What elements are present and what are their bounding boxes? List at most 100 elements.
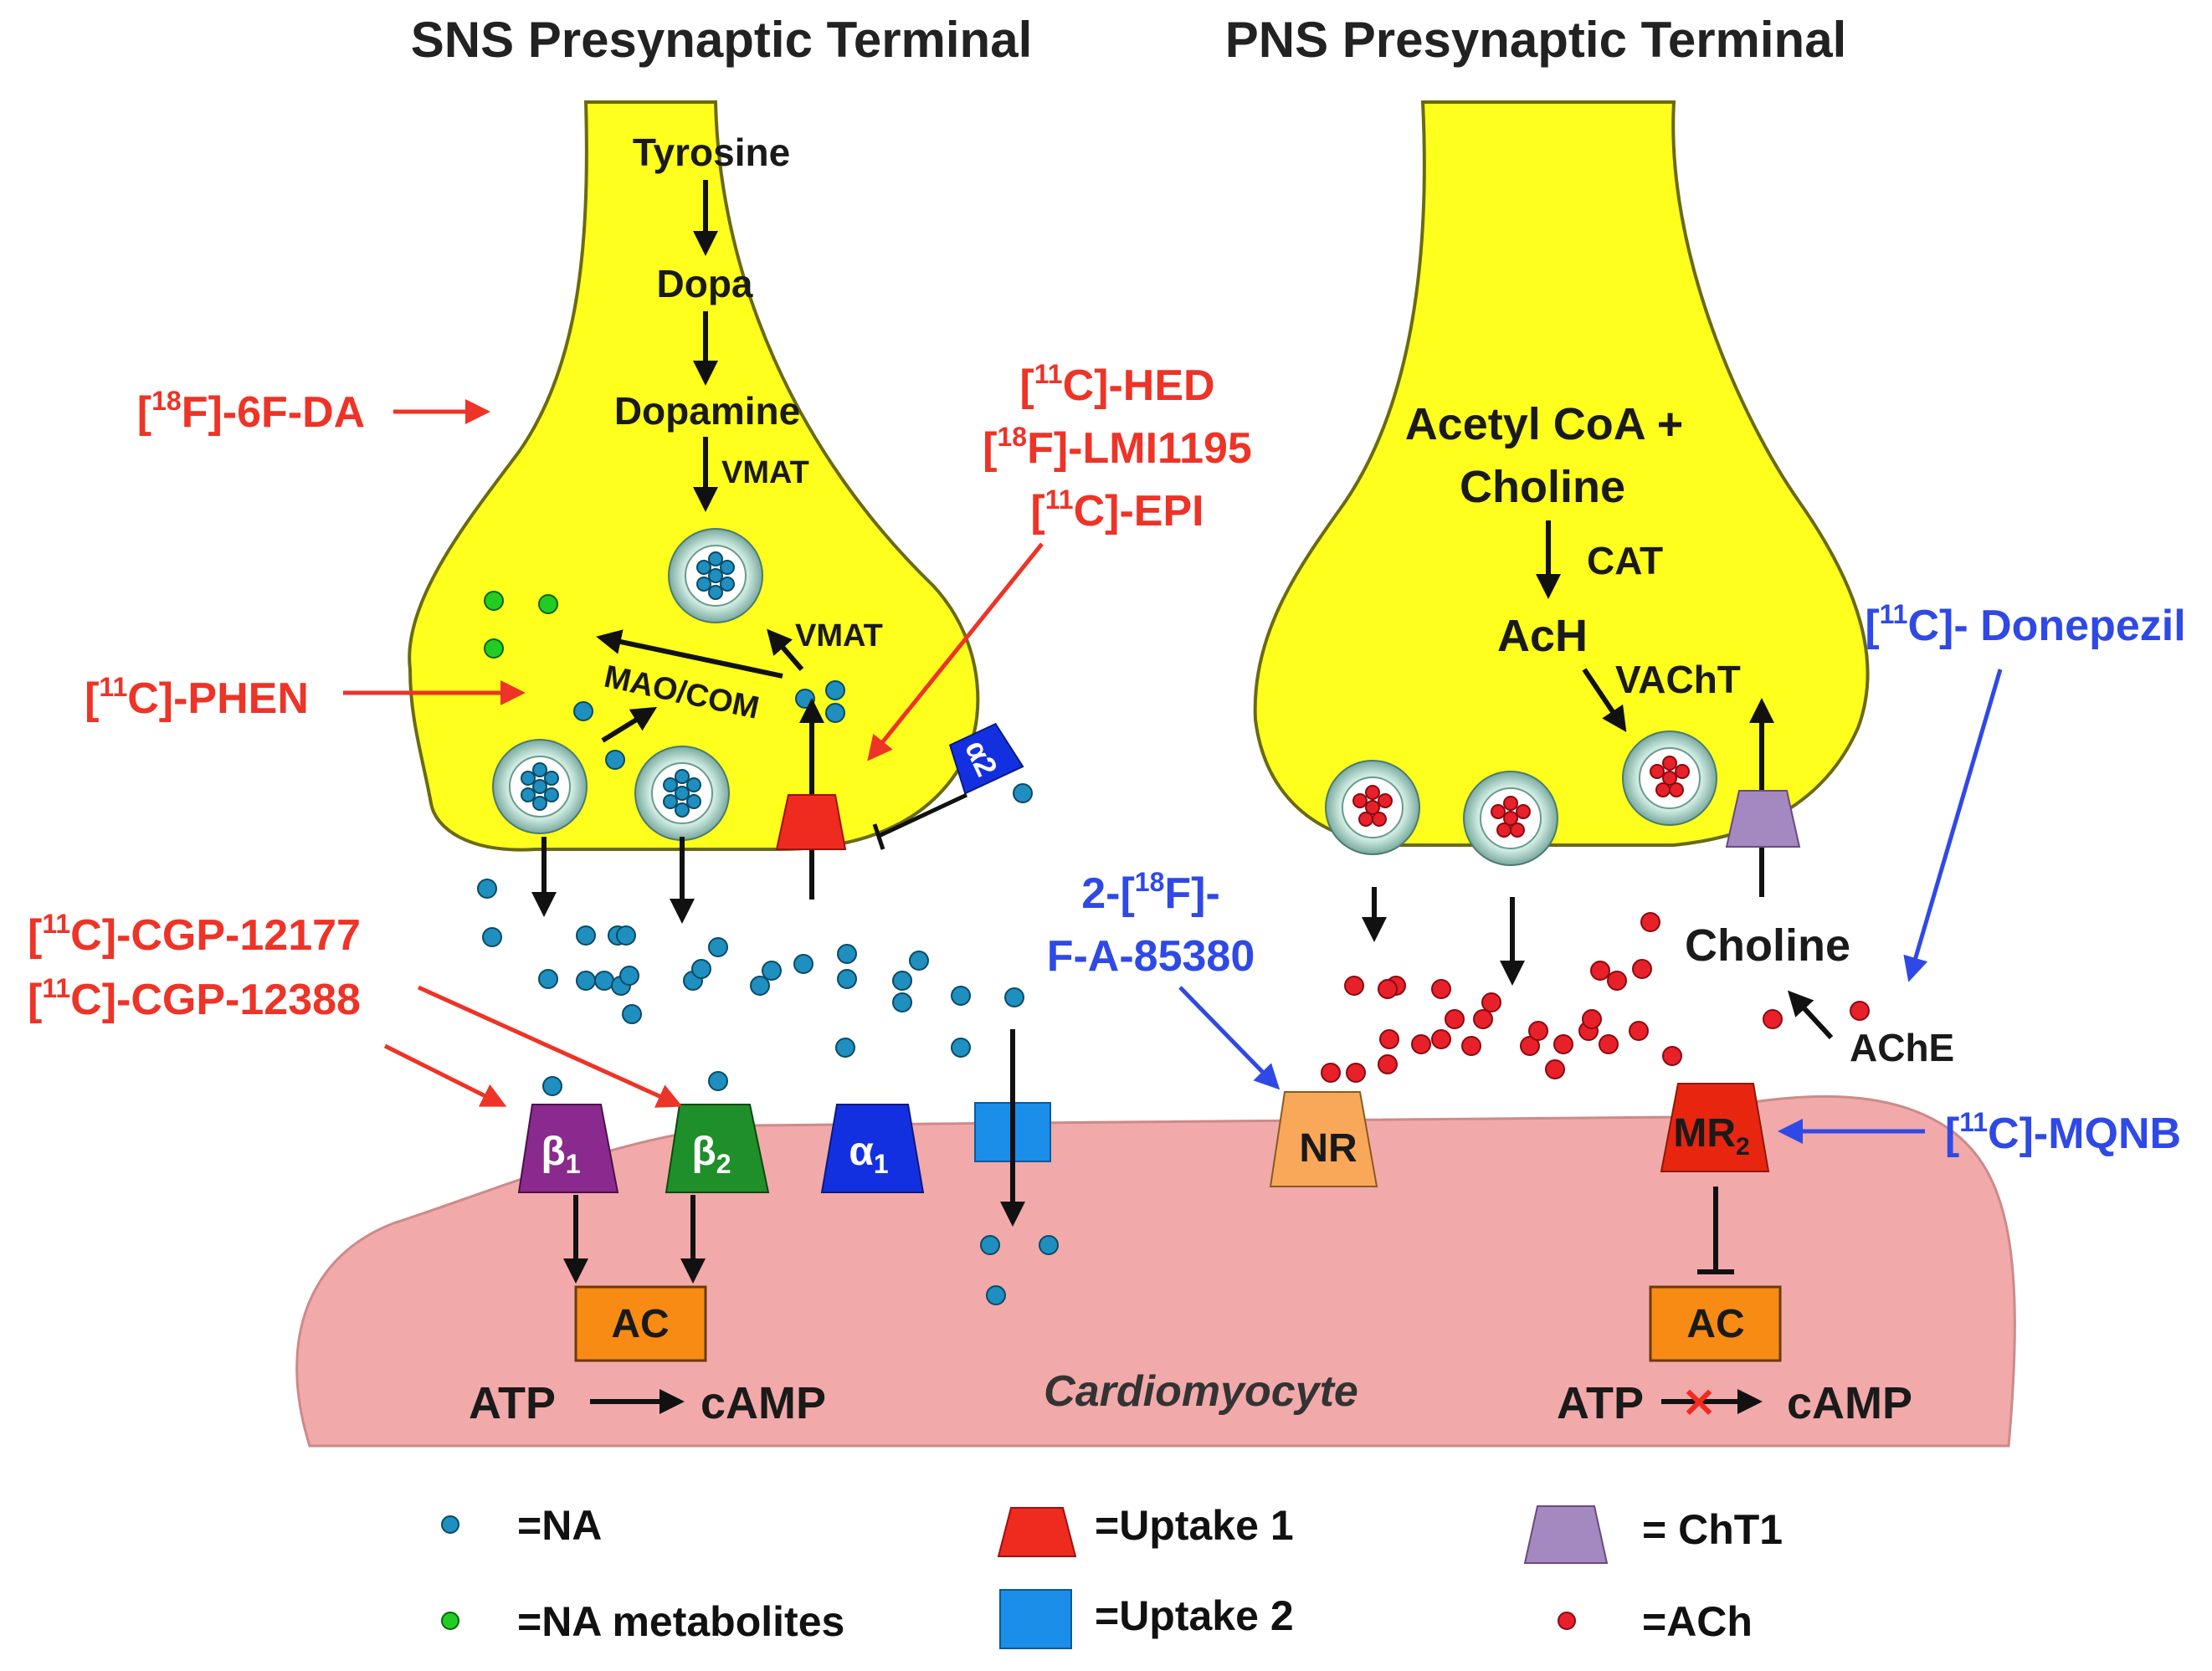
na-dot <box>605 750 625 770</box>
na-metabolite-dot <box>538 594 558 614</box>
pns-vesicle-right-molecule <box>1669 782 1684 797</box>
tracer-f18-lmi1195: [18F]-LMI1195 <box>983 422 1252 473</box>
legend-metabolite-dot <box>441 1612 459 1630</box>
pns-vesicle-mid-molecule <box>1496 823 1511 838</box>
legend-na-dot <box>441 1515 459 1534</box>
na-metabolite-dot <box>484 638 504 659</box>
mr2-receptor: MR2 <box>1660 1083 1770 1172</box>
sns-vesicle-mid-molecule <box>686 794 701 809</box>
pns-vesicle-mid-molecule <box>1491 804 1506 819</box>
pns-vesicle-mid-molecule <box>1503 796 1518 811</box>
tracer-c11-donepezil: [11C]- Donepezil <box>1865 599 2185 650</box>
cardiomyocyte-label: Cardiomyocyte <box>1044 1367 1358 1416</box>
na-dot <box>750 976 770 996</box>
legend-na-metabolites-label: =NA metabolites <box>517 1598 844 1645</box>
legend-uptake2-swatch <box>999 1589 1072 1649</box>
ache-label: AChE <box>1850 1026 1954 1069</box>
ach-dot <box>1850 1001 1870 1021</box>
ach-dot <box>1378 1054 1398 1074</box>
alpha2-inhibition-line <box>872 792 968 850</box>
tracer-fa85380-arrow <box>1178 986 1280 1090</box>
ach-dot <box>1528 1021 1548 1041</box>
beta1-label: β1 <box>541 1130 580 1179</box>
na-dot <box>837 969 857 989</box>
beta2-receptor: β2 <box>665 1104 770 1193</box>
sns-vesicle-left-molecule <box>532 796 547 811</box>
na-dot <box>762 961 782 981</box>
ach-dot <box>1431 979 1451 999</box>
mao-com-arrow <box>596 629 783 679</box>
ac-label-left: AC <box>611 1302 669 1346</box>
na-dot <box>594 971 614 991</box>
na-dot <box>951 986 971 1006</box>
na-dot <box>986 1285 1006 1305</box>
ach-dot <box>1378 979 1398 999</box>
sns-vesicle-top-molecule <box>708 585 723 600</box>
tracer-f18-fa85380-line1: 2-[18F]- <box>1081 867 1220 918</box>
beta1-receptor: β1 <box>517 1104 619 1193</box>
ach-dot <box>1553 1034 1573 1054</box>
ach-dot <box>1344 976 1364 996</box>
sns-vesicle-left-molecule <box>532 762 547 777</box>
sns-vesicle-left-molecule <box>544 771 559 786</box>
pns-vesicle-left-molecule <box>1372 812 1387 827</box>
tracer-c11-hed: [11C]-HED <box>1019 359 1214 410</box>
na-dot <box>576 971 596 991</box>
na-dot <box>576 925 596 946</box>
sns-vesicle-left-molecule <box>521 771 536 786</box>
ach-dot <box>1599 1034 1619 1054</box>
sns-vesicle-left-molecule <box>544 787 559 802</box>
ach-dot <box>1582 1009 1602 1029</box>
camp-right-label: cAMP <box>1787 1378 1912 1428</box>
tyrosine-label: Tyrosine <box>633 131 790 174</box>
sns-vesicle-mid-molecule <box>675 769 690 784</box>
na-dot <box>622 1004 642 1024</box>
na-dot <box>477 879 497 899</box>
sns-vesicle-top-molecule <box>696 577 711 592</box>
pns-vesicle-mid-molecule <box>1503 811 1518 826</box>
ach-dot <box>1346 1063 1366 1083</box>
pns-vesicle-right-molecule <box>1675 764 1690 779</box>
tracer-c11-cgp12388: [11C]-CGP-12388 <box>28 973 361 1024</box>
pns-vesicle-mid-molecule <box>1510 823 1525 838</box>
pns-vesicle-left-molecule <box>1365 785 1380 800</box>
na-dot <box>835 1038 855 1058</box>
legend-cht1-label: = ChT1 <box>1642 1506 1783 1553</box>
na-dot <box>691 959 711 979</box>
mr2-label: MR2 <box>1673 1111 1749 1161</box>
na-dot <box>482 927 502 947</box>
sns-vesicle-top-molecule <box>696 560 711 575</box>
tracer-c11-cgp12177: [11C]-CGP-12177 <box>28 909 361 960</box>
ach-dot <box>1662 1046 1682 1066</box>
na-dot <box>837 944 857 964</box>
sns-vesicle-top-molecule <box>720 560 735 575</box>
ach-dot <box>1461 1036 1481 1056</box>
ach-dot <box>1445 1009 1465 1029</box>
na-dot <box>538 969 558 989</box>
na-dot <box>892 992 912 1012</box>
na-dot <box>892 971 912 991</box>
pns-vesicle-left-molecule <box>1365 800 1380 815</box>
na-dot <box>573 701 593 721</box>
pns-vesicle-right-molecule <box>1655 782 1671 797</box>
beta2-label: β2 <box>691 1130 731 1179</box>
ach-dot <box>1520 1036 1540 1056</box>
sns-vesicle-top-molecule <box>708 568 723 583</box>
tracer-cgp-to-beta1-arrow <box>383 1043 507 1107</box>
legend-ach-dot <box>1558 1612 1576 1630</box>
pns-vesicle-left-molecule <box>1358 812 1373 827</box>
ac-box-right <box>1649 1285 1782 1362</box>
mr2-inhibits-ac <box>1697 1187 1734 1274</box>
na-dot <box>980 1235 1000 1255</box>
ac-box-left <box>574 1285 707 1362</box>
ach-inner-label: AcH <box>1497 611 1588 661</box>
na-dot <box>542 1076 562 1096</box>
na-dot <box>616 925 636 946</box>
ach-dot <box>1640 912 1660 932</box>
sns-vesicle-top-molecule <box>708 551 723 566</box>
sns-vesicle-mid-molecule <box>663 794 678 809</box>
pns-vesicle-mid-molecule <box>1516 804 1531 819</box>
camp-left-label: cAMP <box>701 1378 826 1428</box>
na-dot <box>825 680 845 700</box>
